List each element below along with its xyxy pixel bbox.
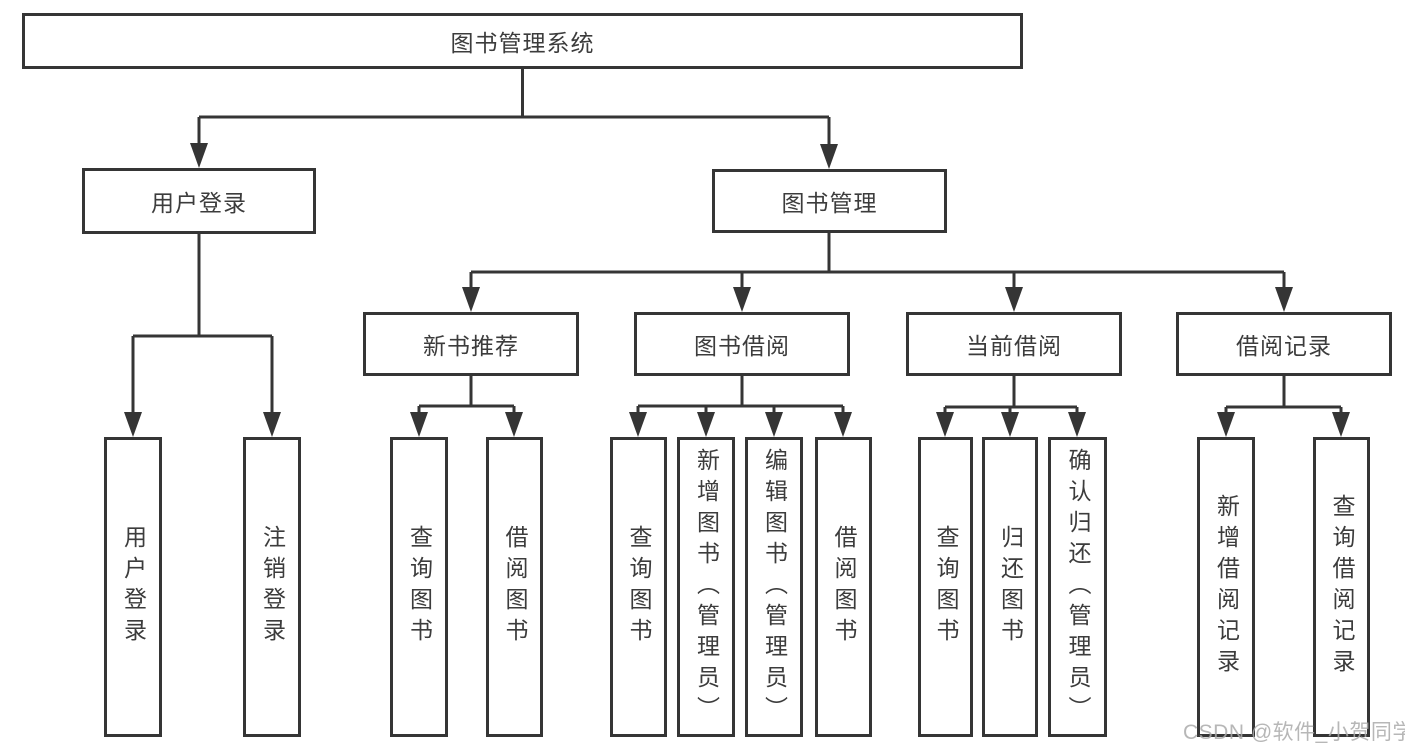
leaf-current-query-books: 查询图书 (918, 437, 973, 737)
leaf-user-login: 用户登录 (104, 437, 162, 737)
node-borrowing-records: 借阅记录 (1176, 312, 1392, 376)
leaf-query-borrow-record: 查询借阅记录 (1313, 437, 1370, 737)
node-book-borrowing: 图书借阅 (634, 312, 850, 376)
leaf-add-books-admin: 新增图书（管理员） (677, 437, 735, 737)
node-root-library-management-system: 图书管理系统 (22, 13, 1023, 69)
leaf-recommend-borrow-books: 借阅图书 (486, 437, 543, 737)
node-current-borrowing: 当前借阅 (906, 312, 1122, 376)
node-new-book-recommendation: 新书推荐 (363, 312, 579, 376)
leaf-recommend-query-books: 查询图书 (390, 437, 448, 737)
leaf-borrow-books: 借阅图书 (815, 437, 872, 737)
leaf-edit-books-admin: 编辑图书（管理员） (745, 437, 803, 737)
leaf-add-borrow-record: 新增借阅记录 (1197, 437, 1255, 737)
csdn-watermark: CSDN @软件_小贺同学 (1183, 721, 1405, 744)
leaf-return-books: 归还图书 (982, 437, 1038, 737)
node-book-management: 图书管理 (712, 169, 947, 233)
leaf-logout: 注销登录 (243, 437, 301, 737)
node-user-login: 用户登录 (82, 168, 316, 234)
leaf-confirm-return-admin: 确认归还（管理员） (1048, 437, 1107, 737)
leaf-borrowing-query-books: 查询图书 (610, 437, 667, 737)
